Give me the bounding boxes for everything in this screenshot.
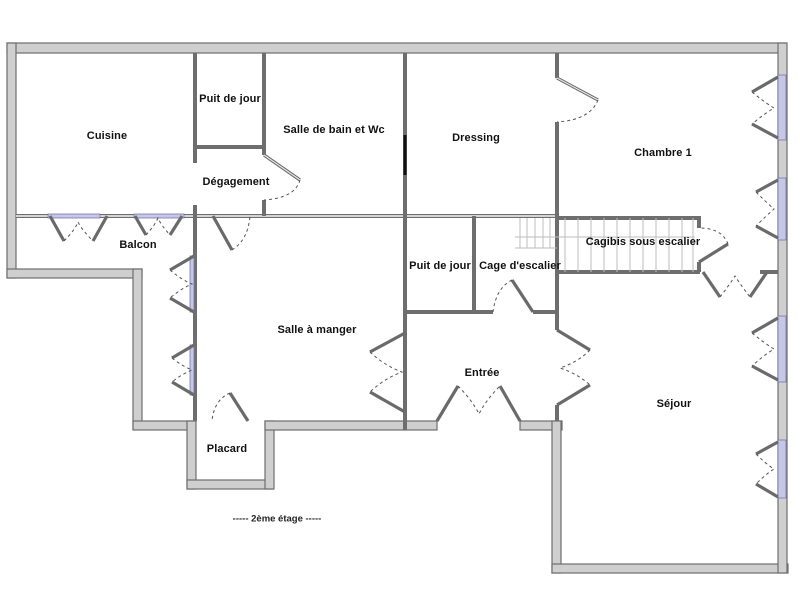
room-label-dressing: Dressing (452, 132, 500, 144)
room-label-cage-escalier: Cage d'escalier (479, 260, 561, 272)
doors (48, 75, 779, 499)
room-label-puit-de-jour: Puit de jour (199, 93, 261, 105)
room-label-cagibis: Cagibis sous escalier (585, 236, 701, 248)
windows (47, 74, 787, 499)
exterior-walls (6, 42, 789, 574)
room-label-salle-a-manger: Salle à manger (277, 324, 357, 336)
room-label-placard: Placard (206, 443, 248, 455)
staircase (515, 218, 695, 272)
room-label-sejour: Séjour (656, 398, 692, 410)
room-label-puit-de-jour-2: Puit de jour (409, 260, 471, 272)
room-label-salle-de-bain: Salle de bain et Wc (283, 124, 385, 136)
room-label-degagement: Dégagement (202, 176, 270, 188)
room-label-cuisine: Cuisine (86, 130, 128, 142)
room-label-balcon: Balcon (119, 239, 157, 251)
floor-caption: ----- 2ème étage ----- (232, 513, 322, 525)
room-label-entree: Entrée (464, 367, 500, 379)
room-label-chambre-1: Chambre 1 (634, 147, 692, 159)
